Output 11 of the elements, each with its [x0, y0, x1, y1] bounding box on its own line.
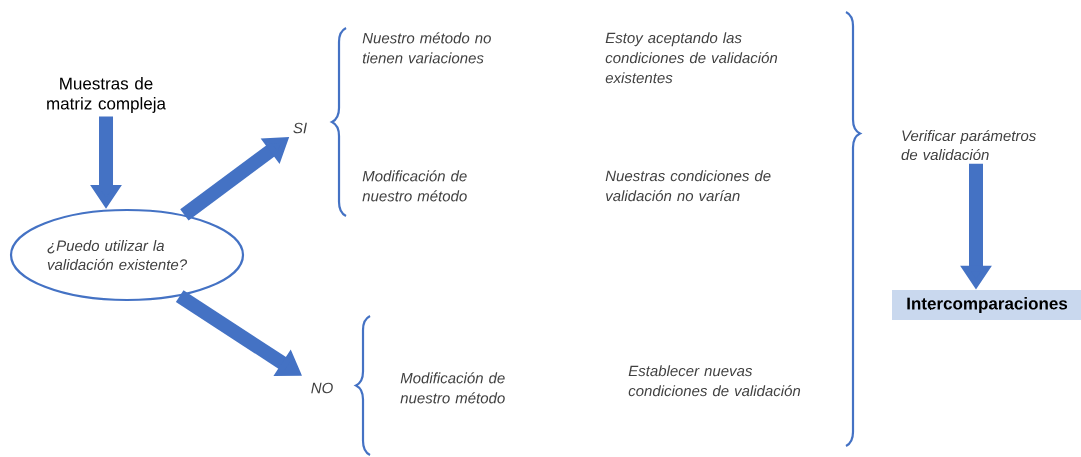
note-text: Modificación de nuestro método: [400, 372, 505, 404]
label-text: NO: [311, 382, 333, 394]
note-text: Estoy aceptando las condiciones de validación existentes: [605, 32, 778, 84]
label-text: Verificar parámetros de validación: [901, 129, 1036, 161]
label-text: Muestras de matriz compleja: [47, 77, 166, 113]
note-text: Nuestras condiciones de validación no varían: [605, 170, 771, 202]
note-text: Modificación de nuestro método: [362, 170, 467, 202]
note-text: Nuestro método no tienen variaciones: [362, 32, 491, 64]
result-box: Intercomparaciones: [892, 290, 1081, 320]
note-text: Establecer nuevas condiciones de validación: [628, 365, 801, 397]
label-text: SI: [293, 122, 307, 134]
